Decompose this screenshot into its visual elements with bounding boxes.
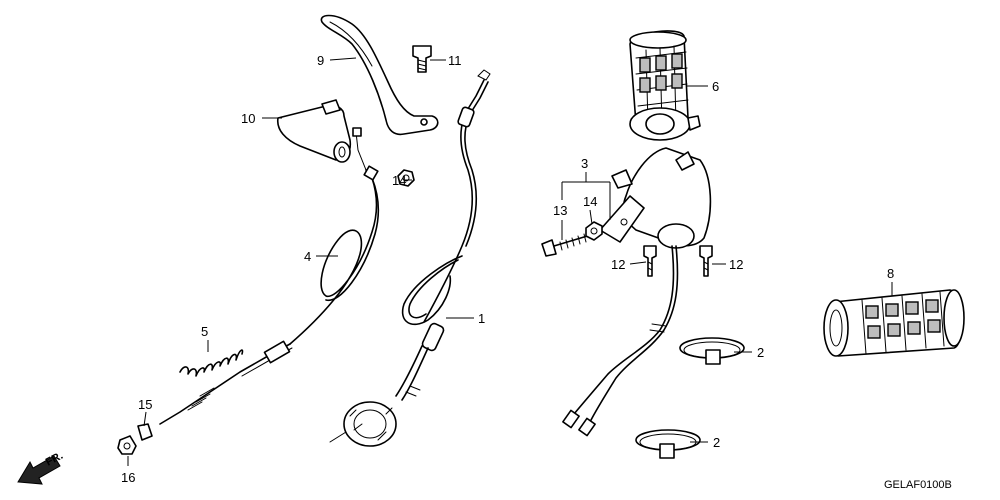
clutch-cable-part[interactable] [159,127,380,425]
callout-6: 6 [712,79,719,94]
callout-5: 5 [201,324,208,339]
switch-wire-part[interactable] [562,245,679,437]
clutch-lever-part[interactable] [320,14,439,136]
callout-12-right: 12 [729,257,743,272]
callout-labels: 1 2 2 3 4 5 6 8 9 10 11 12 12 13 14 14 1… [121,53,894,485]
callout-8: 8 [887,266,894,281]
callout-2-upper: 2 [757,345,764,360]
callout-15: 15 [138,397,152,412]
callout-11: 11 [448,53,462,68]
callout-4: 4 [304,249,311,264]
screw-part-12a[interactable] [643,245,657,277]
adjuster-part[interactable] [117,423,153,455]
front-direction-arrow: FR. [17,450,65,485]
nut-part-left[interactable] [397,169,415,187]
callout-1: 1 [478,311,485,326]
callout-9: 9 [317,53,324,68]
left-grip-part[interactable] [823,289,965,357]
callout-2-lower: 2 [713,435,720,450]
throttle-grip-part[interactable] [629,30,701,141]
callout-14-right: 14 [583,194,597,209]
lever-holder-part[interactable] [276,99,352,163]
screw-part[interactable] [541,233,595,257]
callout-14-left: 14 [392,173,406,188]
callout-16: 16 [121,470,135,485]
screw-part-12b[interactable] [699,245,713,277]
callout-3: 3 [581,156,588,171]
band-part-lower[interactable] [635,429,701,459]
callout-12-left: 12 [611,257,625,272]
band-part-upper[interactable] [679,337,745,365]
nut-part-right[interactable] [585,221,603,241]
front-direction-label: FR. [44,450,65,469]
callout-10: 10 [241,111,255,126]
callout-13: 13 [553,203,567,218]
leader-lines [127,57,893,466]
lever-bolt-part[interactable] [412,45,432,73]
drawing-code: GELAF0100B [884,479,952,491]
spring-part[interactable] [179,349,244,377]
throttle-housing-part[interactable] [599,147,712,249]
throttle-cable-part[interactable] [329,69,491,447]
